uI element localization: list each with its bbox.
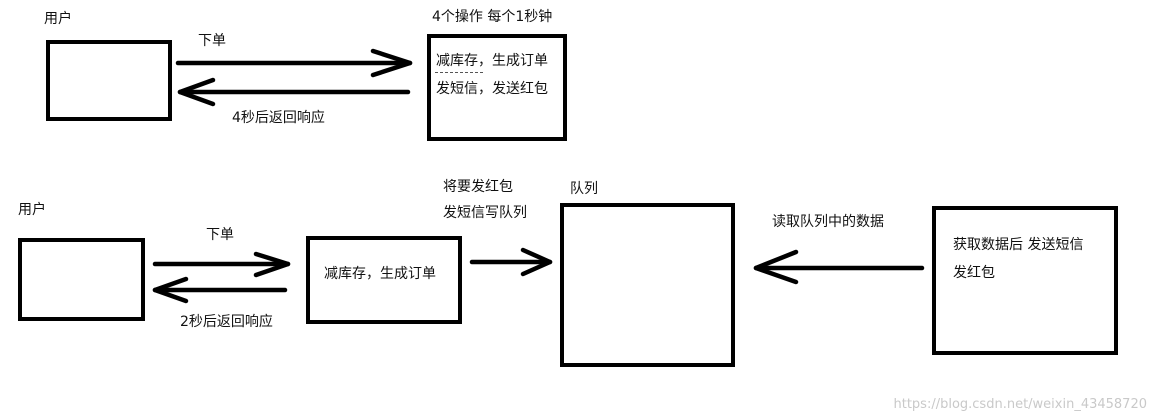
top-user-box <box>46 40 172 121</box>
enqueue-label-line1: 将要发红包 <box>443 179 513 195</box>
consumer-line2: 发红包 <box>953 265 995 281</box>
bottom-user-label: 用户 <box>18 202 46 218</box>
bottom-return-label: 2秒后返回响应 <box>180 314 273 330</box>
queue-box <box>560 203 735 367</box>
top-service-box: 减库存，生成订单 发短信，发送红包 <box>427 34 567 141</box>
selection-marker <box>435 72 483 73</box>
queue-label: 队列 <box>570 181 598 197</box>
read-queue-label: 读取队列中的数据 <box>772 214 884 230</box>
bottom-order-box: 减库存，生成订单 <box>306 236 462 324</box>
read-queue-arrow <box>753 249 925 285</box>
enqueue-label-line2: 发短信写队列 <box>443 205 527 221</box>
consumer-box: 获取数据后 发送短信 发红包 <box>932 206 1118 355</box>
top-return-label: 4秒后返回响应 <box>232 110 325 126</box>
enqueue-arrow <box>469 247 553 277</box>
bottom-order-arrow <box>152 251 291 278</box>
top-return-arrow <box>177 77 411 107</box>
top-ops-title: 4个操作 每个1秒钟 <box>432 9 553 25</box>
top-service-line1: 减库存，生成订单 <box>436 53 548 69</box>
top-order-label: 下单 <box>198 33 226 49</box>
bottom-user-box <box>18 238 145 321</box>
watermark: https://blog.csdn.net/weixin_43458720 <box>893 397 1147 412</box>
top-service-line2: 发短信，发送红包 <box>436 81 548 97</box>
consumer-line1: 获取数据后 发送短信 <box>953 237 1084 253</box>
bottom-order-box-text: 减库存，生成订单 <box>324 266 436 282</box>
top-order-arrow <box>175 48 413 78</box>
bottom-return-arrow <box>152 276 288 304</box>
bottom-order-label: 下单 <box>206 227 234 243</box>
top-user-label: 用户 <box>44 11 72 27</box>
